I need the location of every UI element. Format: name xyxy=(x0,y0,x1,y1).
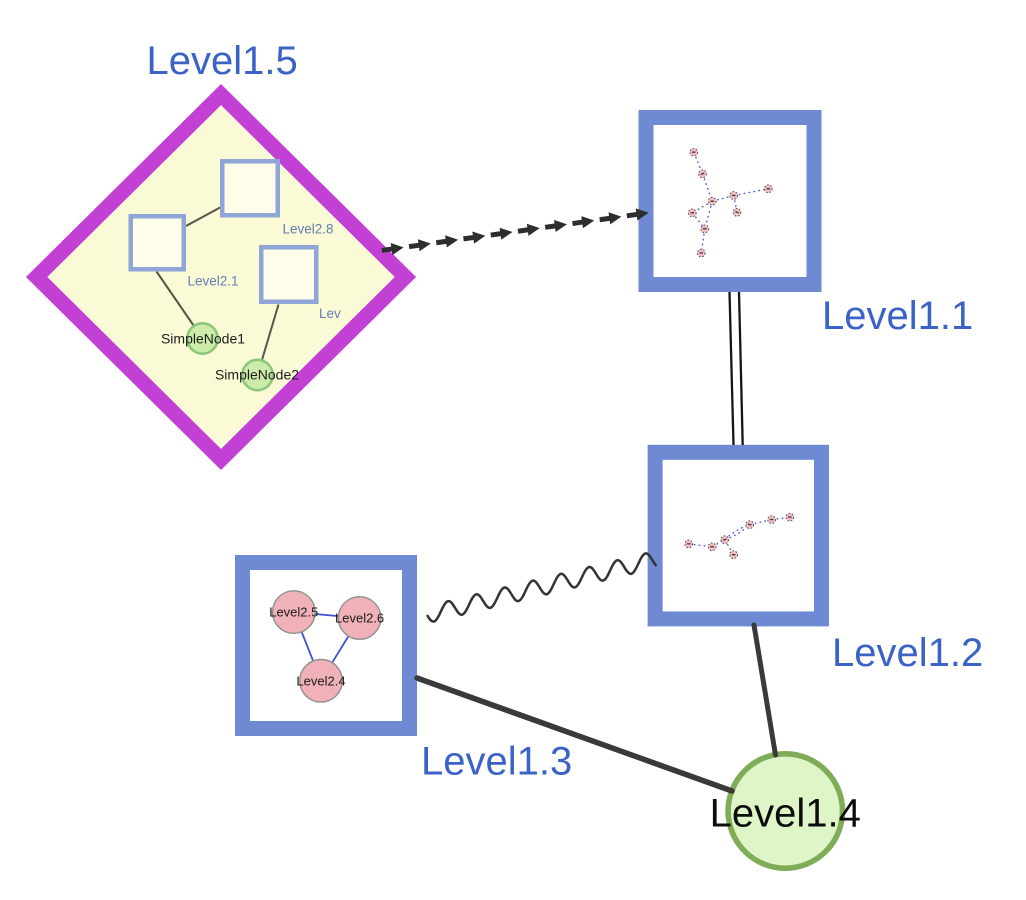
edge-level2-1-to-level2-8[interactable] xyxy=(185,206,222,227)
label-simplenode2: SimpleNode2 xyxy=(215,367,299,383)
mini-node-label-mark xyxy=(692,151,696,153)
level1-edges xyxy=(381,208,778,794)
label-level1-4: Level1.4 xyxy=(710,792,861,836)
mini-node-label-mark xyxy=(686,543,691,545)
mini-edge[interactable] xyxy=(749,518,772,526)
mini-edge[interactable] xyxy=(691,200,713,214)
mini-node-label-mark xyxy=(731,194,736,197)
mini-graph-level1-1 xyxy=(687,147,773,258)
label-level2-8: Level2.8 xyxy=(283,222,334,237)
mini-node-label-mark xyxy=(766,188,771,190)
circle-node-level2-5[interactable] xyxy=(271,590,316,635)
edge-level1-2-to-level1-4[interactable] xyxy=(751,622,778,758)
mini-node-label-mark xyxy=(735,211,739,214)
mini-node-label-mark xyxy=(769,518,774,521)
label-level2-truncated: Lev xyxy=(319,306,341,321)
circle-node-level2-4[interactable] xyxy=(299,658,344,703)
mini-node-label-mark xyxy=(710,546,714,548)
node-level1-3-group: Level2.5 Level2.6 Level2.4 xyxy=(235,555,417,736)
mini-edge[interactable] xyxy=(712,194,734,202)
square-node-level1-3[interactable] xyxy=(235,555,417,736)
circle-node-level1-4[interactable] xyxy=(725,750,846,871)
label-level1-2: Level1.2 xyxy=(832,631,983,675)
label-level2-6: Level2.6 xyxy=(335,610,384,625)
edge-level1-1-to-level1-2[interactable] xyxy=(728,291,744,446)
mini-graph-level1-2 xyxy=(684,512,795,560)
square-node-level1-2[interactable] xyxy=(647,444,829,627)
label-level1-1: Level1.1 xyxy=(822,294,973,338)
mini-edge[interactable] xyxy=(733,188,769,197)
mini-node-label-mark xyxy=(731,554,736,556)
mini-edge[interactable] xyxy=(688,543,713,548)
circle-node-simplenode2[interactable] xyxy=(241,358,275,392)
square-node-level2-8[interactable] xyxy=(220,159,280,218)
mini-node-label-mark xyxy=(747,523,752,526)
label-level1-3: Level1.3 xyxy=(421,740,572,784)
label-level2-1: Level2.1 xyxy=(188,274,239,289)
label-level2-4: Level2.4 xyxy=(296,673,345,688)
node-level1-2-group xyxy=(647,444,829,627)
circle-node-level2-6[interactable] xyxy=(337,596,382,641)
mini-node-label-mark xyxy=(700,172,705,175)
mini-node-label-mark xyxy=(710,200,714,202)
node-level1-1-group xyxy=(638,110,822,292)
circle-node-simplenode1[interactable] xyxy=(186,321,220,355)
square-node-level1-1[interactable] xyxy=(638,110,822,292)
label-level2-5: Level2.5 xyxy=(269,605,318,620)
mini-edge[interactable] xyxy=(693,151,704,175)
double-edge-line[interactable] xyxy=(737,291,744,446)
label-simplenode1: SimpleNode1 xyxy=(161,331,245,347)
edge-level1-3-to-level1-4[interactable] xyxy=(414,675,735,794)
mini-graph-level1-3: Level2.5 Level2.6 Level2.4 xyxy=(269,590,384,703)
square-node-level2-x[interactable] xyxy=(259,245,319,304)
mini-node-label-mark xyxy=(690,212,695,214)
label-level1-5: Level1.5 xyxy=(147,39,298,83)
mini-edge[interactable] xyxy=(691,212,706,230)
mini-node-label-mark xyxy=(722,538,727,541)
double-edge-line[interactable] xyxy=(728,291,735,446)
edge-level1-3-to-level1-2-wavy[interactable] xyxy=(425,551,658,623)
mini-node-label-mark xyxy=(788,516,792,518)
node-level1-5-group: Level2.8 Level2.1 Lev SimpleNode1 Simple… xyxy=(25,84,417,470)
edge-level1-5-to-level1-1-arrow-chain[interactable] xyxy=(381,208,649,256)
mini-node-label-mark xyxy=(699,252,703,254)
square-node-level2-1[interactable] xyxy=(128,214,186,272)
mini-node-label-mark xyxy=(703,228,707,230)
diamond-node-level1-5[interactable] xyxy=(25,84,417,470)
